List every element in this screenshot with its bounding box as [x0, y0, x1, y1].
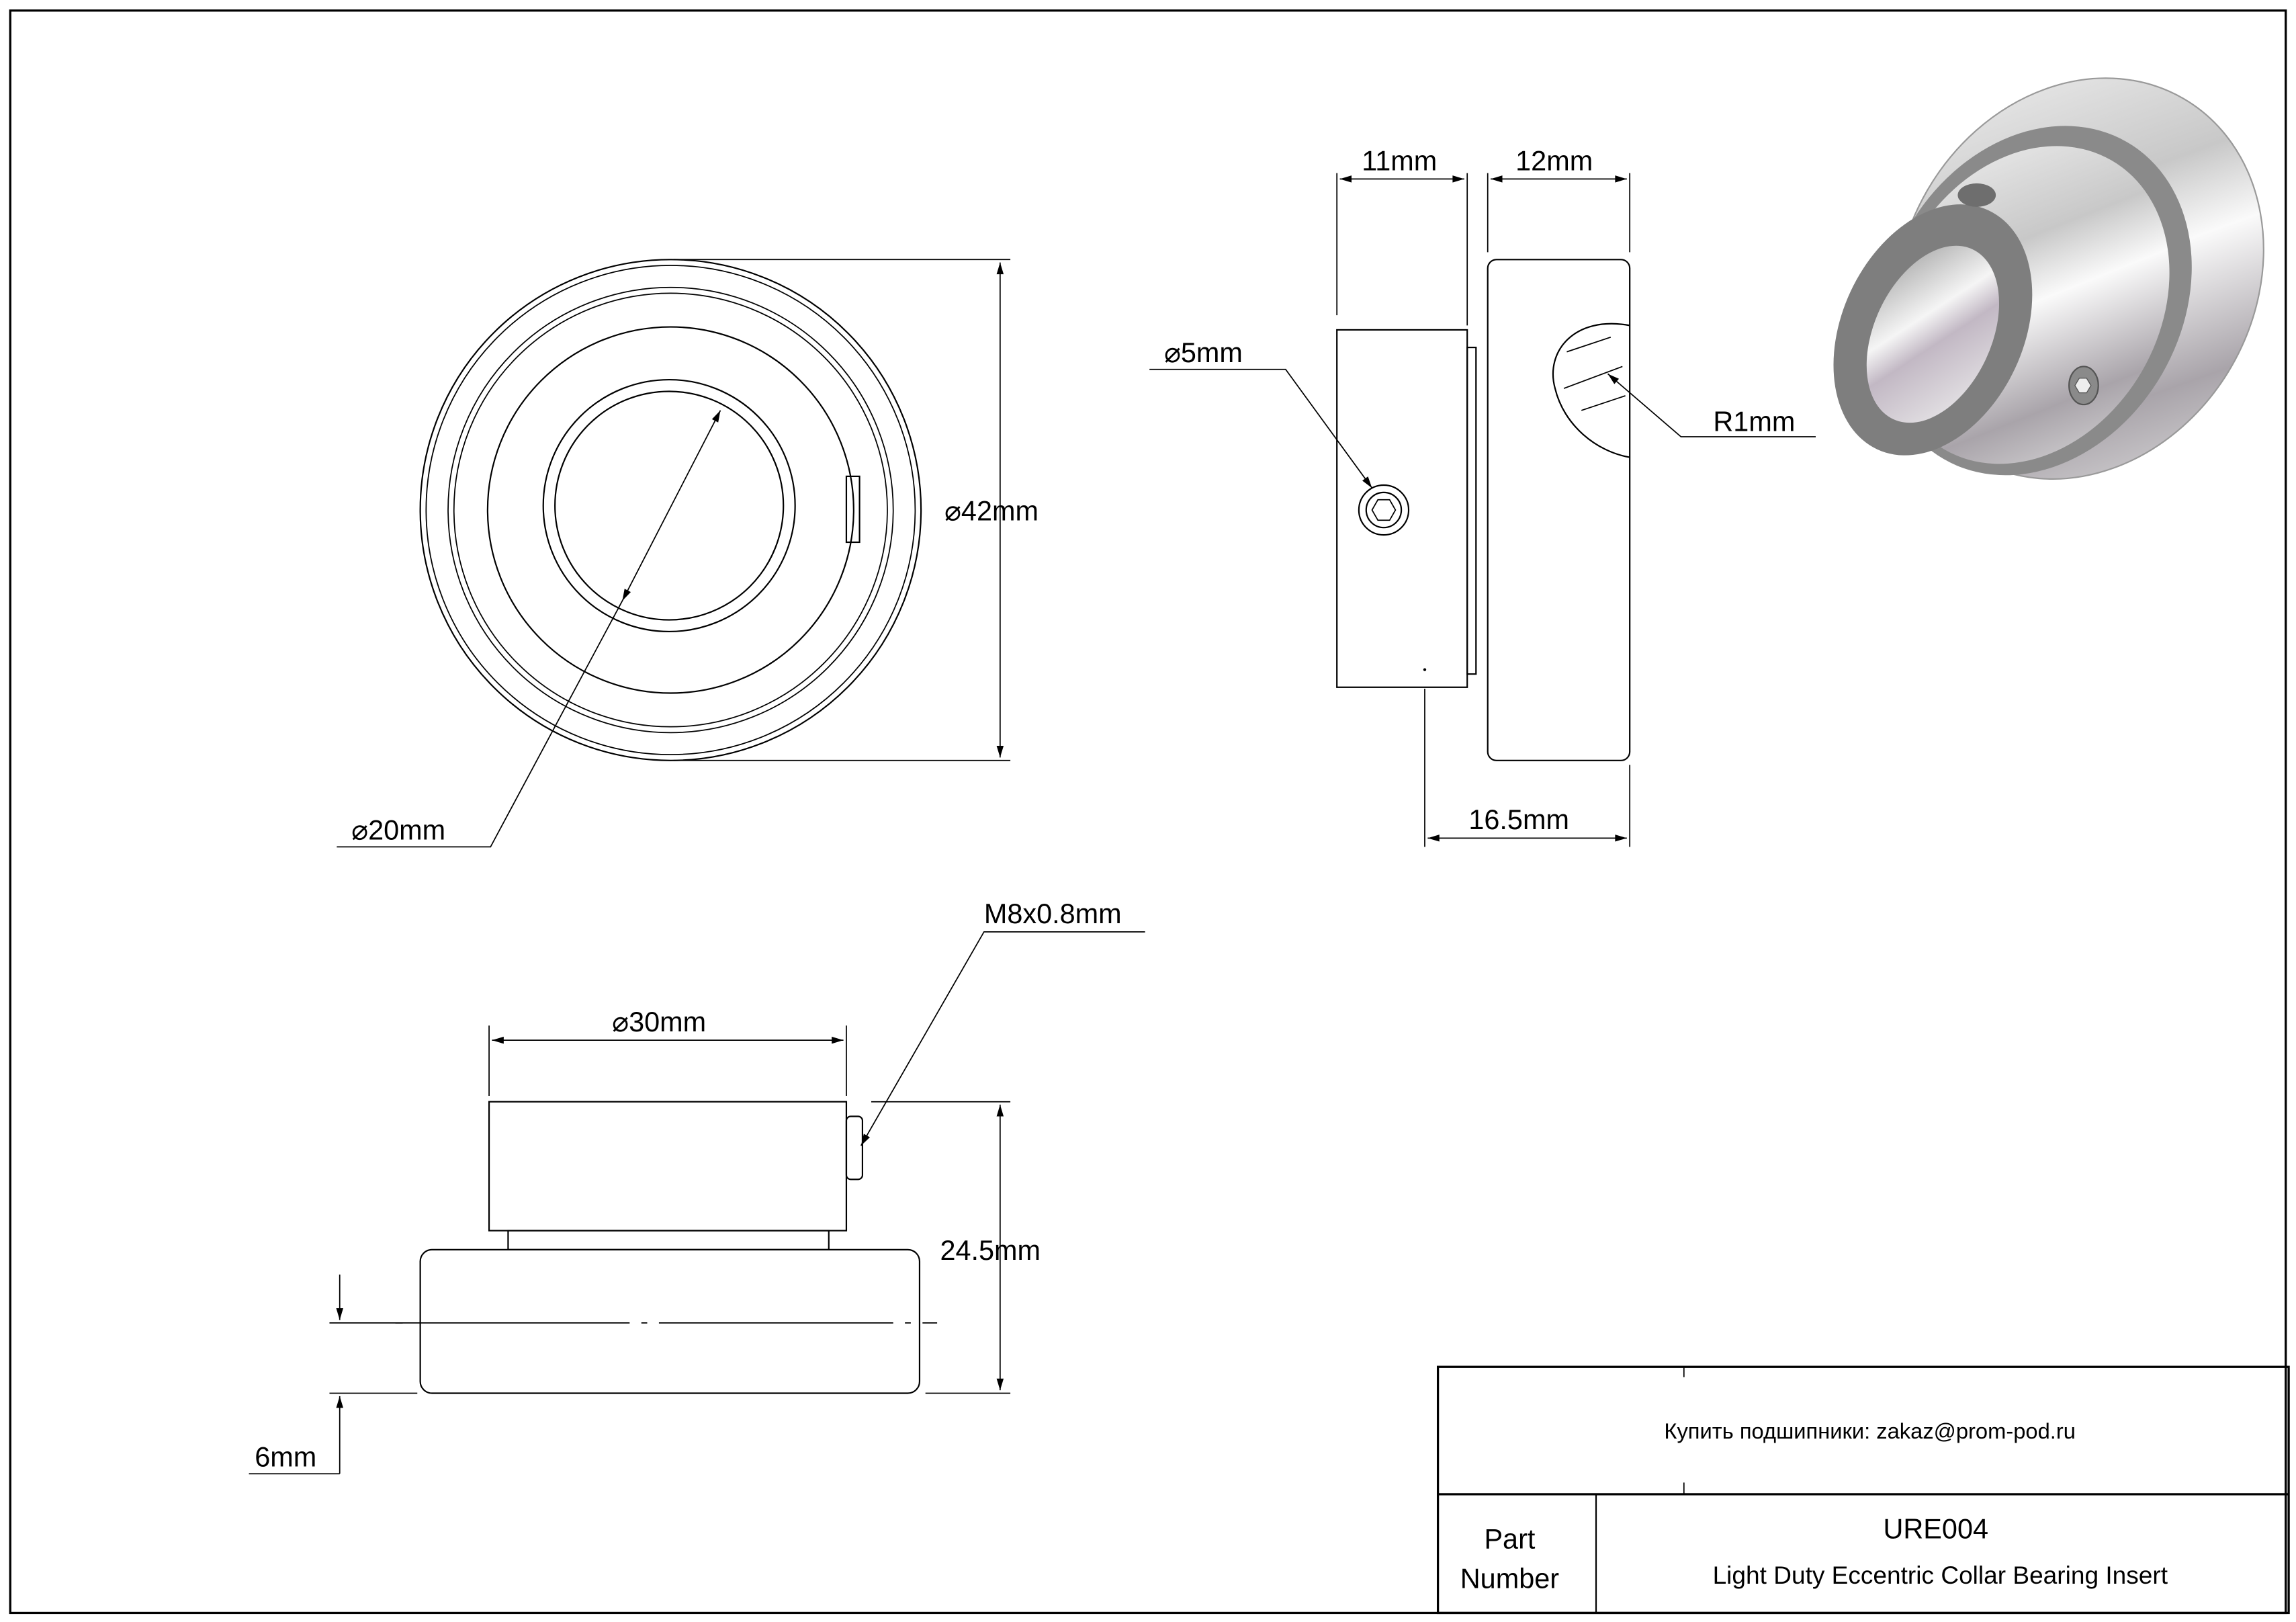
dim-collar-diameter: ⌀30mm — [612, 1007, 706, 1037]
dim-center-offset: 6mm — [255, 1441, 316, 1472]
part-number: URE004 — [1884, 1513, 1989, 1544]
dim-ring-width: 12mm — [1515, 145, 1593, 176]
dim-screw-hole: ⌀5mm — [1164, 337, 1243, 368]
front-view: ⌀42mm ⌀20mm — [337, 259, 1039, 848]
part-description: Light Duty Eccentric Collar Bearing Inse… — [1713, 1561, 2168, 1589]
dim-collar-width: 11mm — [1362, 145, 1437, 176]
side-view: 11mm 12mm 16.5mm ⌀5mm R1mm — [1149, 145, 1816, 847]
dim-bore-diameter: ⌀20mm — [351, 815, 445, 846]
title-block: Купить подшипники: zakaz@prom-pod.ru Par… — [1436, 1365, 2290, 1615]
contact-text: Купить подшипники: zakaz@prom-pod.ru — [1664, 1418, 2076, 1443]
sheet-border — [9, 9, 2287, 1615]
dim-radius: R1mm — [1713, 406, 1795, 437]
dim-overall-offset: 16.5mm — [1468, 804, 1569, 835]
part-label-line2: Number — [1460, 1563, 1559, 1594]
part-label-line1: Part — [1484, 1524, 1535, 1555]
dim-total-width: 24.5mm — [940, 1235, 1041, 1266]
bearing-3d-render — [1833, 77, 2264, 480]
dim-thread: M8x0.8mm — [984, 898, 1122, 929]
dim-outer-diameter: ⌀42mm — [944, 495, 1039, 526]
bottom-view: ⌀30mm M8x0.8mm 24.5mm 6mm — [249, 898, 1145, 1475]
